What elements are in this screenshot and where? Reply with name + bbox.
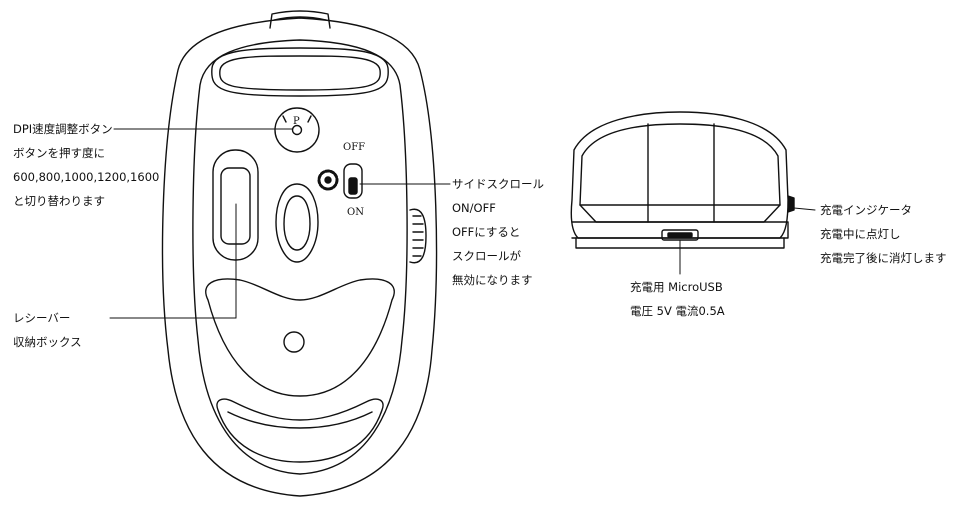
dpi-button[interactable] (274, 107, 320, 153)
mouse-body-outline (161, 17, 438, 497)
bottom-skate (216, 398, 384, 463)
screw-hole (283, 331, 305, 353)
front-outline (570, 111, 789, 239)
mouse-front-view (570, 111, 795, 249)
mouse-bottom-view (161, 10, 438, 497)
dpi-line-3: 600,800,1000,1200,1600 (13, 170, 160, 184)
indicator-annotation: 充電インジケータ 充電中に点灯し 充電完了後に消灯します (820, 198, 947, 270)
top-tab (269, 10, 331, 29)
side-scroll-line-4: スクロールが (452, 249, 521, 263)
switch-on-label: ON (347, 207, 364, 218)
dpi-line-2: ボタンを押す度に (13, 146, 105, 160)
optical-sensor (275, 183, 319, 263)
dpi-line-4: と切り替わります (13, 194, 105, 208)
charging-port-annotation: 充電用 MicroUSB 電圧 5V 電流0.5A (630, 275, 725, 323)
receiver-line-2: 収納ボックス (13, 335, 82, 349)
charging-port-line-1: 充電用 MicroUSB (630, 280, 723, 294)
indicator-line-2: 充電中に点灯し (820, 227, 901, 241)
mouse-inner-contour (192, 39, 408, 475)
scroll-switch[interactable] (343, 163, 363, 199)
receiver-annotation: レシーバー 収納ボックス (13, 306, 82, 354)
leader-lines (109, 128, 816, 319)
indicator-line-3: 充電完了後に消灯します (820, 251, 947, 265)
charging-indicator-led (787, 195, 795, 213)
dpi-line-1: DPI速度調整ボタン (13, 122, 113, 136)
lower-crescent (205, 278, 395, 397)
dpi-button-letter: P (293, 116, 300, 127)
charging-port-line-2: 電圧 5V 電流0.5A (630, 304, 725, 318)
dpi-annotation: DPI速度調整ボタン ボタンを押す度に 600,800,1000,1200,16… (13, 117, 159, 213)
receiver-line-1: レシーバー (13, 311, 71, 325)
side-scroll-line-1: サイドスクロール (452, 177, 544, 191)
side-scroll-annotation: サイドスクロール ON/OFF OFFにすると スクロールが 無効になります (452, 172, 544, 292)
switch-off-label: OFF (343, 142, 365, 153)
side-scroll-line-2: ON/OFF (452, 201, 496, 215)
top-window (211, 47, 389, 97)
side-scroll-line-5: 無効になります (452, 273, 533, 287)
indicator-line-1: 充電インジケータ (820, 203, 912, 217)
side-scroll-line-3: OFFにすると (452, 225, 521, 239)
side-scroll-wheel[interactable] (409, 208, 427, 264)
switch-gear-icon (317, 169, 339, 191)
